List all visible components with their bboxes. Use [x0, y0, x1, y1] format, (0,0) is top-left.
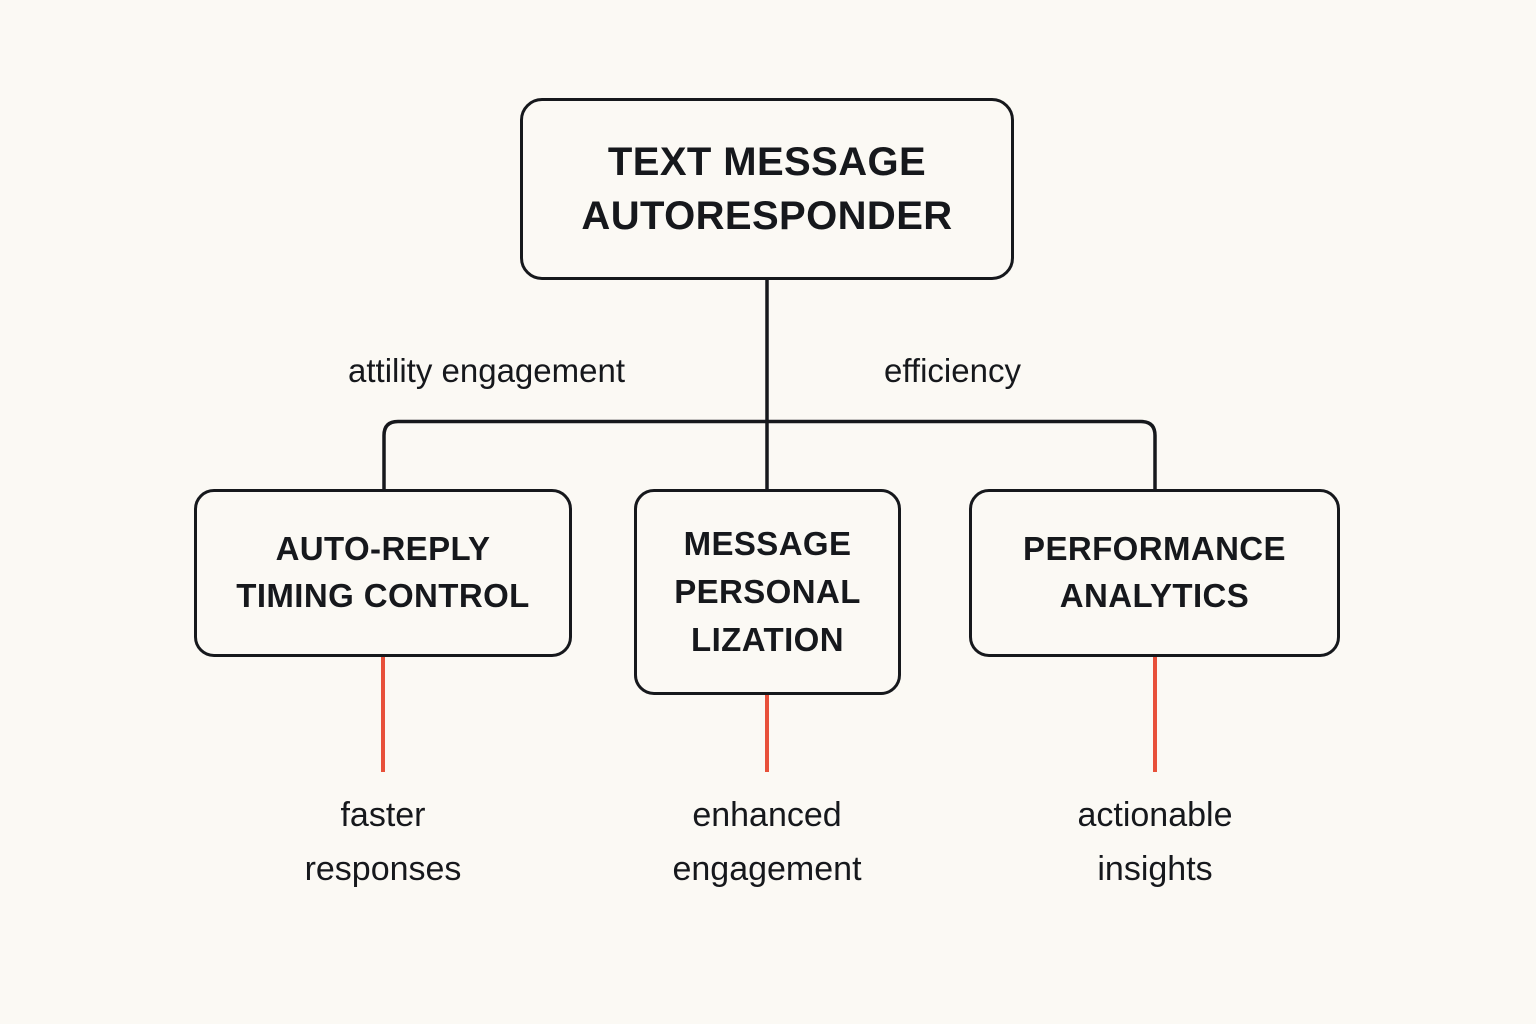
- outcome-2-line-2: insights: [1097, 850, 1213, 889]
- node-message-personalization-label: MESSAGE PERSONAL LIZATION: [637, 520, 898, 664]
- bracket-left-elbow: [382, 419, 767, 489]
- outcome-faster-responses: faster responses: [213, 788, 553, 897]
- node-branch-1-line-3: LIZATION: [691, 620, 844, 658]
- bracket-right-elbow: [767, 419, 1157, 489]
- outcome-1-line-1: enhanced: [692, 796, 842, 834]
- node-root-label: TEXT MESSAGE AUTORESPONDER: [523, 135, 1011, 244]
- outcome-0-line-1: faster: [340, 796, 426, 834]
- node-branch-2-line-2: ANALYTICS: [1059, 577, 1250, 614]
- outcome-enhanced-engagement: enhanced engagement: [597, 788, 937, 897]
- node-branch-0-line-1: AUTO-REPLY: [275, 530, 491, 568]
- node-branch-1-line-2: PERSONAL: [674, 573, 861, 611]
- outcome-1-line-2: engagement: [672, 850, 862, 889]
- node-auto-reply-timing-control-label: AUTO-REPLY TIMING CONTROL: [197, 526, 569, 620]
- outcome-2-line-1: actionable: [1077, 796, 1233, 834]
- node-branch-1-line-1: MESSAGE: [683, 525, 852, 563]
- node-performance-analytics[interactable]: PERFORMANCE ANALYTICS: [969, 489, 1340, 657]
- edge-label-efficiency: efficiency: [884, 352, 1021, 389]
- node-root[interactable]: TEXT MESSAGE AUTORESPONDER: [520, 98, 1014, 280]
- node-auto-reply-timing-control[interactable]: AUTO-REPLY TIMING CONTROL: [194, 489, 572, 657]
- outcome-0-line-2: responses: [304, 850, 462, 889]
- node-root-line-2: AUTORESPONDER: [581, 194, 953, 238]
- node-branch-0-line-2: TIMING CONTROL: [236, 577, 530, 614]
- node-message-personalization[interactable]: MESSAGE PERSONAL LIZATION: [634, 489, 901, 695]
- node-branch-2-line-1: PERFORMANCE: [1023, 530, 1286, 568]
- node-performance-analytics-label: PERFORMANCE ANALYTICS: [972, 526, 1337, 620]
- outcome-actionable-insights: actionable insights: [985, 788, 1325, 897]
- edge-label-attility-engagement: attility engagement: [348, 352, 626, 389]
- node-root-line-1: TEXT MESSAGE: [607, 139, 927, 184]
